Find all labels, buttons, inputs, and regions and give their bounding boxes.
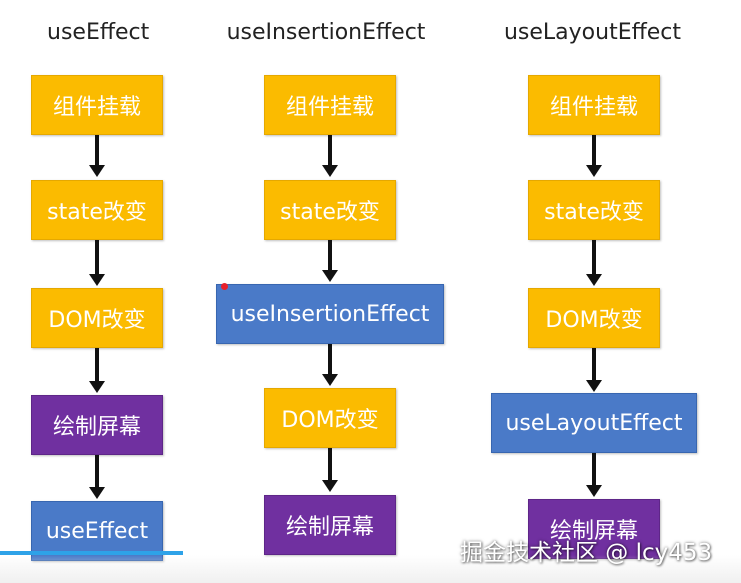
bottom-fade: [0, 555, 741, 583]
arrow-down-icon: [586, 240, 602, 286]
step-component-mount: 组件挂载: [528, 75, 660, 135]
step-dom-change: DOM改变: [264, 388, 396, 448]
step-state-change: state改变: [31, 180, 163, 240]
arrow-down-icon: [322, 448, 338, 492]
column-title-useinsertioneffect: useInsertionEffect: [226, 20, 426, 45]
arrow-down-icon: [322, 135, 338, 177]
step-dom-change: DOM改变: [528, 288, 660, 348]
arrow-down-icon: [322, 344, 338, 386]
column-title-uselayouteffect: useLayoutEffect: [503, 20, 682, 45]
arrow-down-icon: [89, 135, 105, 177]
step-component-mount: 组件挂载: [31, 75, 163, 135]
step-state-change: state改变: [528, 180, 660, 240]
step-paint-screen: 绘制屏幕: [31, 395, 163, 455]
watermark: 掘金技术社区 @ lcy453: [460, 540, 713, 566]
step-component-mount: 组件挂载: [264, 75, 396, 135]
arrow-down-icon: [89, 455, 105, 499]
step-useinsertioneffect: useInsertionEffect: [216, 284, 444, 344]
arrow-down-icon: [586, 453, 602, 497]
cursor-dot: [221, 283, 228, 290]
column-title-useeffect: useEffect: [47, 20, 150, 45]
step-paint-screen: 绘制屏幕: [264, 495, 396, 555]
arrow-down-icon: [322, 240, 338, 282]
arrow-down-icon: [586, 135, 602, 177]
step-uselayouteffect: useLayoutEffect: [491, 393, 697, 453]
step-state-change: state改变: [264, 180, 396, 240]
arrow-down-icon: [89, 348, 105, 393]
step-dom-change: DOM改变: [31, 288, 163, 348]
arrow-down-icon: [586, 348, 602, 392]
progress-line: [0, 551, 183, 555]
arrow-down-icon: [89, 240, 105, 286]
